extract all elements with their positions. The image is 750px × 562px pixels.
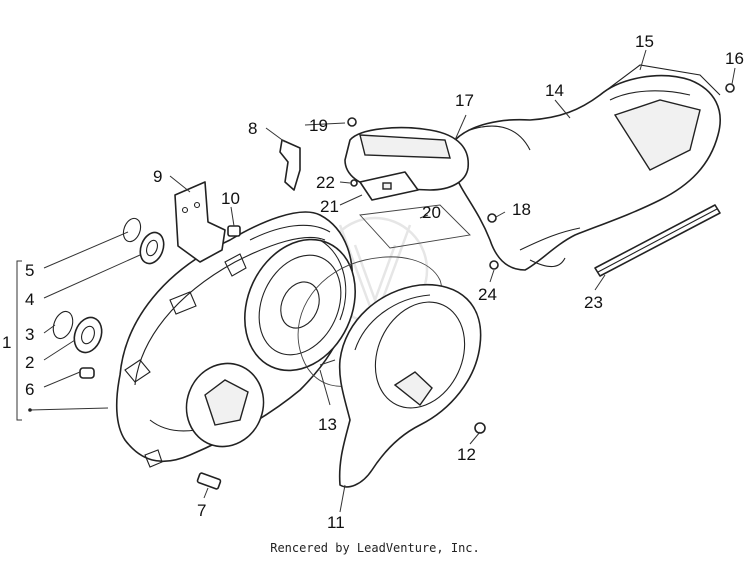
callout-11: 11 (327, 513, 345, 532)
air-duct-assembly (344, 64, 721, 271)
callout-14: 14 (545, 81, 564, 100)
callout-1: 1 (2, 333, 11, 352)
callout-16: 16 (725, 49, 744, 68)
callout-12: 12 (457, 445, 476, 464)
callout-6: 6 (25, 380, 34, 399)
transmission-cover (115, 211, 356, 468)
leader-lines (16, 49, 736, 513)
callout-8: 8 (248, 119, 257, 138)
callout-17: 17 (455, 91, 474, 110)
callout-18: 18 (512, 200, 531, 219)
callout-labels: 1 2 3 4 5 6 7 8 9 10 11 12 13 14 15 16 1… (2, 32, 744, 532)
callout-7: 7 (197, 501, 206, 520)
clip (279, 139, 301, 191)
plate (359, 171, 471, 249)
callout-21: 21 (320, 197, 339, 216)
callout-3: 3 (25, 325, 34, 344)
callout-2: 2 (25, 353, 34, 372)
callout-24: 24 (478, 285, 497, 304)
callout-5: 5 (25, 261, 34, 280)
callout-4: 4 (25, 290, 34, 309)
callout-13: 13 (318, 415, 337, 434)
callout-19: 19 (309, 116, 328, 135)
assembly-dot (28, 408, 32, 412)
small-parts (52, 83, 735, 490)
bracket (174, 181, 226, 263)
callout-15: 15 (635, 32, 654, 51)
callout-9: 9 (153, 167, 162, 186)
footer-credit: Rencered by LeadVenture, Inc. (270, 541, 480, 555)
callout-20: 20 (422, 203, 441, 222)
callout-10: 10 (221, 189, 240, 208)
inner-cover (338, 284, 482, 488)
callout-23: 23 (584, 293, 603, 312)
callout-22: 22 (316, 173, 335, 192)
